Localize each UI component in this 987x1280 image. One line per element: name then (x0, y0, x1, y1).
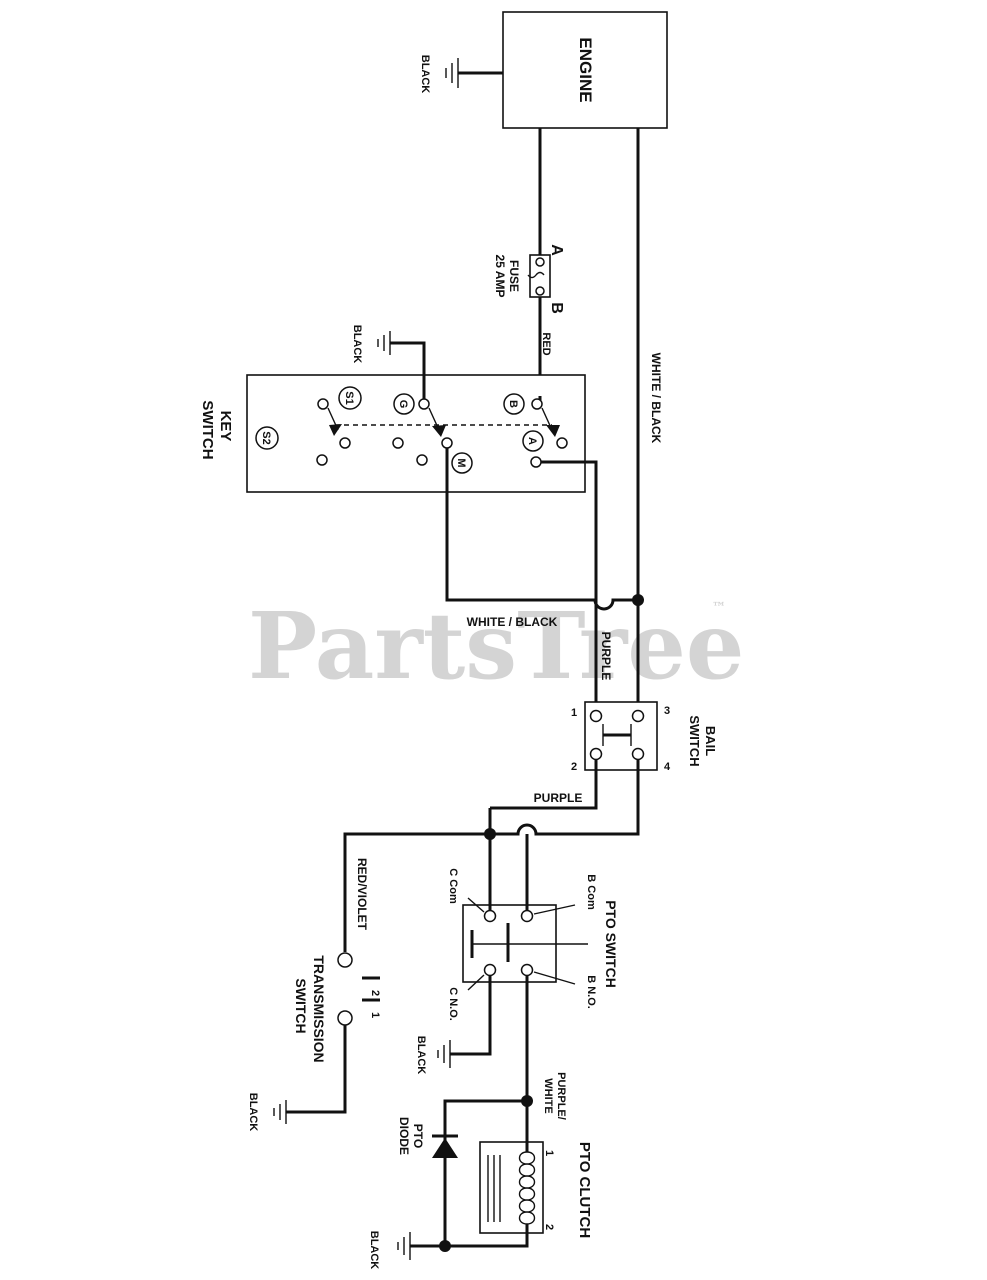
pto-diode-label-1: PTO (411, 1124, 425, 1148)
clutch-ground-symbol (397, 1232, 411, 1260)
pto-diode-label-2: DIODE (397, 1117, 411, 1155)
wire-trans-ground (286, 1025, 347, 1114)
bail-switch-label-1: BAIL (703, 726, 718, 756)
svg-text:S1: S1 (343, 391, 355, 404)
key-terminal-b: B (503, 393, 525, 415)
wire-key-ground (390, 341, 426, 399)
bail-terminal-4: 4 (664, 761, 671, 773)
key-terminal-g: G (393, 393, 415, 415)
key-switch-label-1: KEY (217, 411, 234, 442)
fuse-label: FUSE (507, 260, 521, 292)
trans-ground-wire-label: BLACK (247, 1093, 259, 1132)
purple-wire-label-bottom: PURPLE (534, 791, 583, 805)
pto-terminal-b-no: B N.O. (585, 975, 597, 1009)
key-terminal-s2: S2 (255, 426, 279, 450)
purple-white-label-1: PURPLE/ (555, 1072, 567, 1120)
pto-switch-label: PTO SWITCH (603, 900, 619, 988)
engine-ground-wire-label: BLACK (419, 55, 431, 94)
transmission-switch-label-2: SWITCH (293, 978, 309, 1033)
key-switch-contacts (316, 398, 568, 468)
wire-red-violet (343, 832, 490, 952)
white-black-wire-label-top: WHITE / BLACK (649, 353, 663, 444)
bail-switch-label-2: SWITCH (687, 715, 702, 766)
wire-diode-path (443, 1099, 527, 1246)
fuse-element (527, 271, 545, 279)
trans-terminal-1: 1 (369, 1012, 381, 1018)
svg-text:S2: S2 (260, 431, 272, 444)
key-ground-wire-label: BLACK (351, 325, 363, 364)
key-switch-label-2: SWITCH (199, 400, 216, 459)
trans-ground-symbol (273, 1100, 287, 1124)
watermark-text: PartsTree (248, 592, 744, 700)
key-ground-symbol (377, 331, 391, 355)
fuse-rating: 25 AMP (493, 255, 507, 298)
wire-key-m-white-black (445, 448, 595, 602)
white-black-wire-label-mid: WHITE / BLACK (467, 615, 558, 629)
trans-terminal-2: 2 (369, 990, 381, 996)
purple-wire-label-top: PURPLE (599, 632, 613, 681)
transmission-switch-label-1: TRANSMISSION (311, 955, 327, 1062)
svg-text:A: A (526, 437, 538, 445)
pto-clutch-box (479, 1141, 544, 1234)
red-wire-label: RED (540, 332, 552, 355)
clutch-ground-wire-label: BLACK (368, 1231, 380, 1270)
pto-terminal-c-no: C N.O. (447, 987, 459, 1021)
key-switch-blades (327, 407, 560, 437)
svg-text:M: M (455, 458, 467, 467)
junction-white-black (632, 594, 644, 606)
pto-terminal-c-com: C Com (447, 868, 459, 904)
svg-text:B: B (507, 400, 519, 408)
pto-diode-symbol (432, 1134, 458, 1158)
wire-key-a-purple (541, 460, 598, 716)
engine-box (502, 11, 668, 129)
key-terminal-s1: S1 (338, 386, 362, 410)
bail-terminal-3: 3 (664, 705, 670, 717)
pto-ground-symbol (437, 1040, 451, 1068)
watermark: PartsTree ™ (248, 592, 744, 700)
wire-bail-2-purple (490, 759, 598, 810)
red-violet-wire-label: RED/VIOLET (355, 858, 369, 931)
fuse-terminal-b: B (548, 302, 565, 314)
watermark-tm: ™ (712, 600, 726, 616)
purple-white-label-2: WHITE (542, 1078, 554, 1113)
pto-clutch-coil (487, 1151, 536, 1225)
key-terminal-m: M (451, 452, 473, 474)
clutch-terminal-1: 1 (543, 1150, 555, 1156)
pto-terminal-b-com: B Com (585, 874, 597, 910)
fuse-terminal-a: A (548, 244, 565, 256)
pto-clutch-label: PTO CLUTCH (576, 1142, 593, 1238)
bail-terminal-1: 1 (571, 707, 577, 719)
engine-label: ENGINE (576, 37, 595, 102)
wire-pto-ground (450, 975, 492, 1056)
clutch-terminal-2: 2 (543, 1224, 555, 1230)
engine-ground-symbol (445, 58, 503, 88)
bail-terminal-2: 2 (571, 761, 577, 773)
svg-text:G: G (397, 400, 409, 409)
pto-ground-wire-label: BLACK (415, 1036, 427, 1075)
key-terminal-a: A (522, 430, 544, 452)
